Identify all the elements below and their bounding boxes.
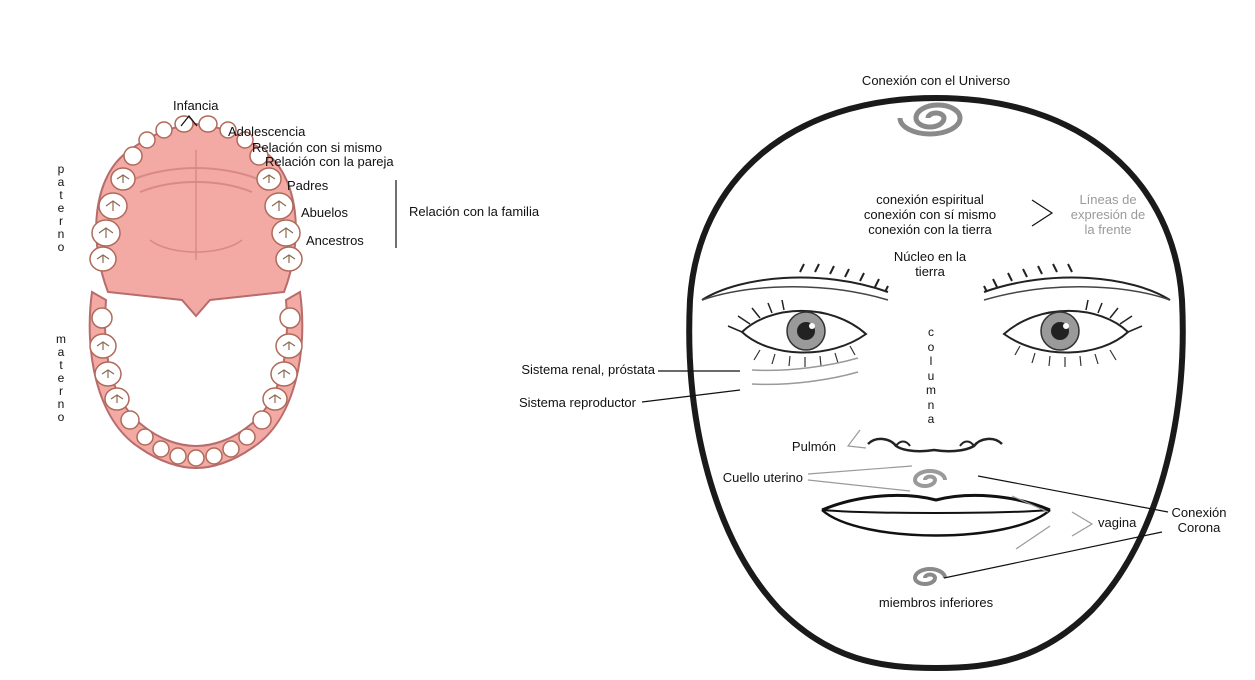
- label-sistema-renal: Sistema renal, próstata: [521, 362, 655, 377]
- vertical-letter: o: [925, 340, 937, 355]
- vertical-letter: u: [925, 369, 937, 384]
- label-sistema-reproductor: Sistema reproductor: [519, 395, 636, 410]
- label-nucleo-tierra: Núcleo en la tierra: [894, 249, 966, 279]
- vertical-letter: l: [925, 354, 937, 369]
- label-relacion-familia: Relación con la familia: [409, 204, 539, 219]
- label-padres: Padres: [287, 178, 328, 193]
- label-lineas-expresion: Líneas de expresión de la frente: [1071, 192, 1145, 237]
- vertical-letter: n: [925, 398, 937, 413]
- label-conexion-corona: Conexión Corona: [1172, 505, 1227, 535]
- label-conexion-espiritual: conexión espiritual: [864, 192, 996, 207]
- lower-jaw-illustration: [90, 292, 303, 468]
- label-ancestros: Ancestros: [306, 233, 364, 248]
- label-infancia: Infancia: [173, 98, 219, 113]
- vertical-letter: a: [925, 412, 937, 427]
- label-forehead-group: conexión espiritual conexión con sí mism…: [864, 192, 996, 237]
- vertical-letter: c: [925, 325, 937, 340]
- label-conexion-tierra: conexión con la tierra: [864, 222, 996, 237]
- vertical-letter: m: [925, 383, 937, 398]
- label-vagina: vagina: [1098, 515, 1136, 530]
- label-abuelos: Abuelos: [301, 205, 348, 220]
- vertical-letter: o: [55, 241, 67, 254]
- label-cuello-uterino: Cuello uterino: [723, 470, 803, 485]
- label-conexion-universo: Conexión con el Universo: [862, 73, 1010, 88]
- label-pulmon: Pulmón: [792, 439, 836, 454]
- label-miembros-inferiores: miembros inferiores: [879, 595, 993, 610]
- label-relacion-pareja: Relación con la pareja: [265, 154, 394, 169]
- label-adolescencia: Adolescencia: [228, 124, 305, 139]
- vertical-letter: o: [55, 411, 67, 424]
- label-conexion-si-mismo: conexión con sí mismo: [864, 207, 996, 222]
- label-relacion-si-mismo: Relación con si mismo: [252, 140, 382, 155]
